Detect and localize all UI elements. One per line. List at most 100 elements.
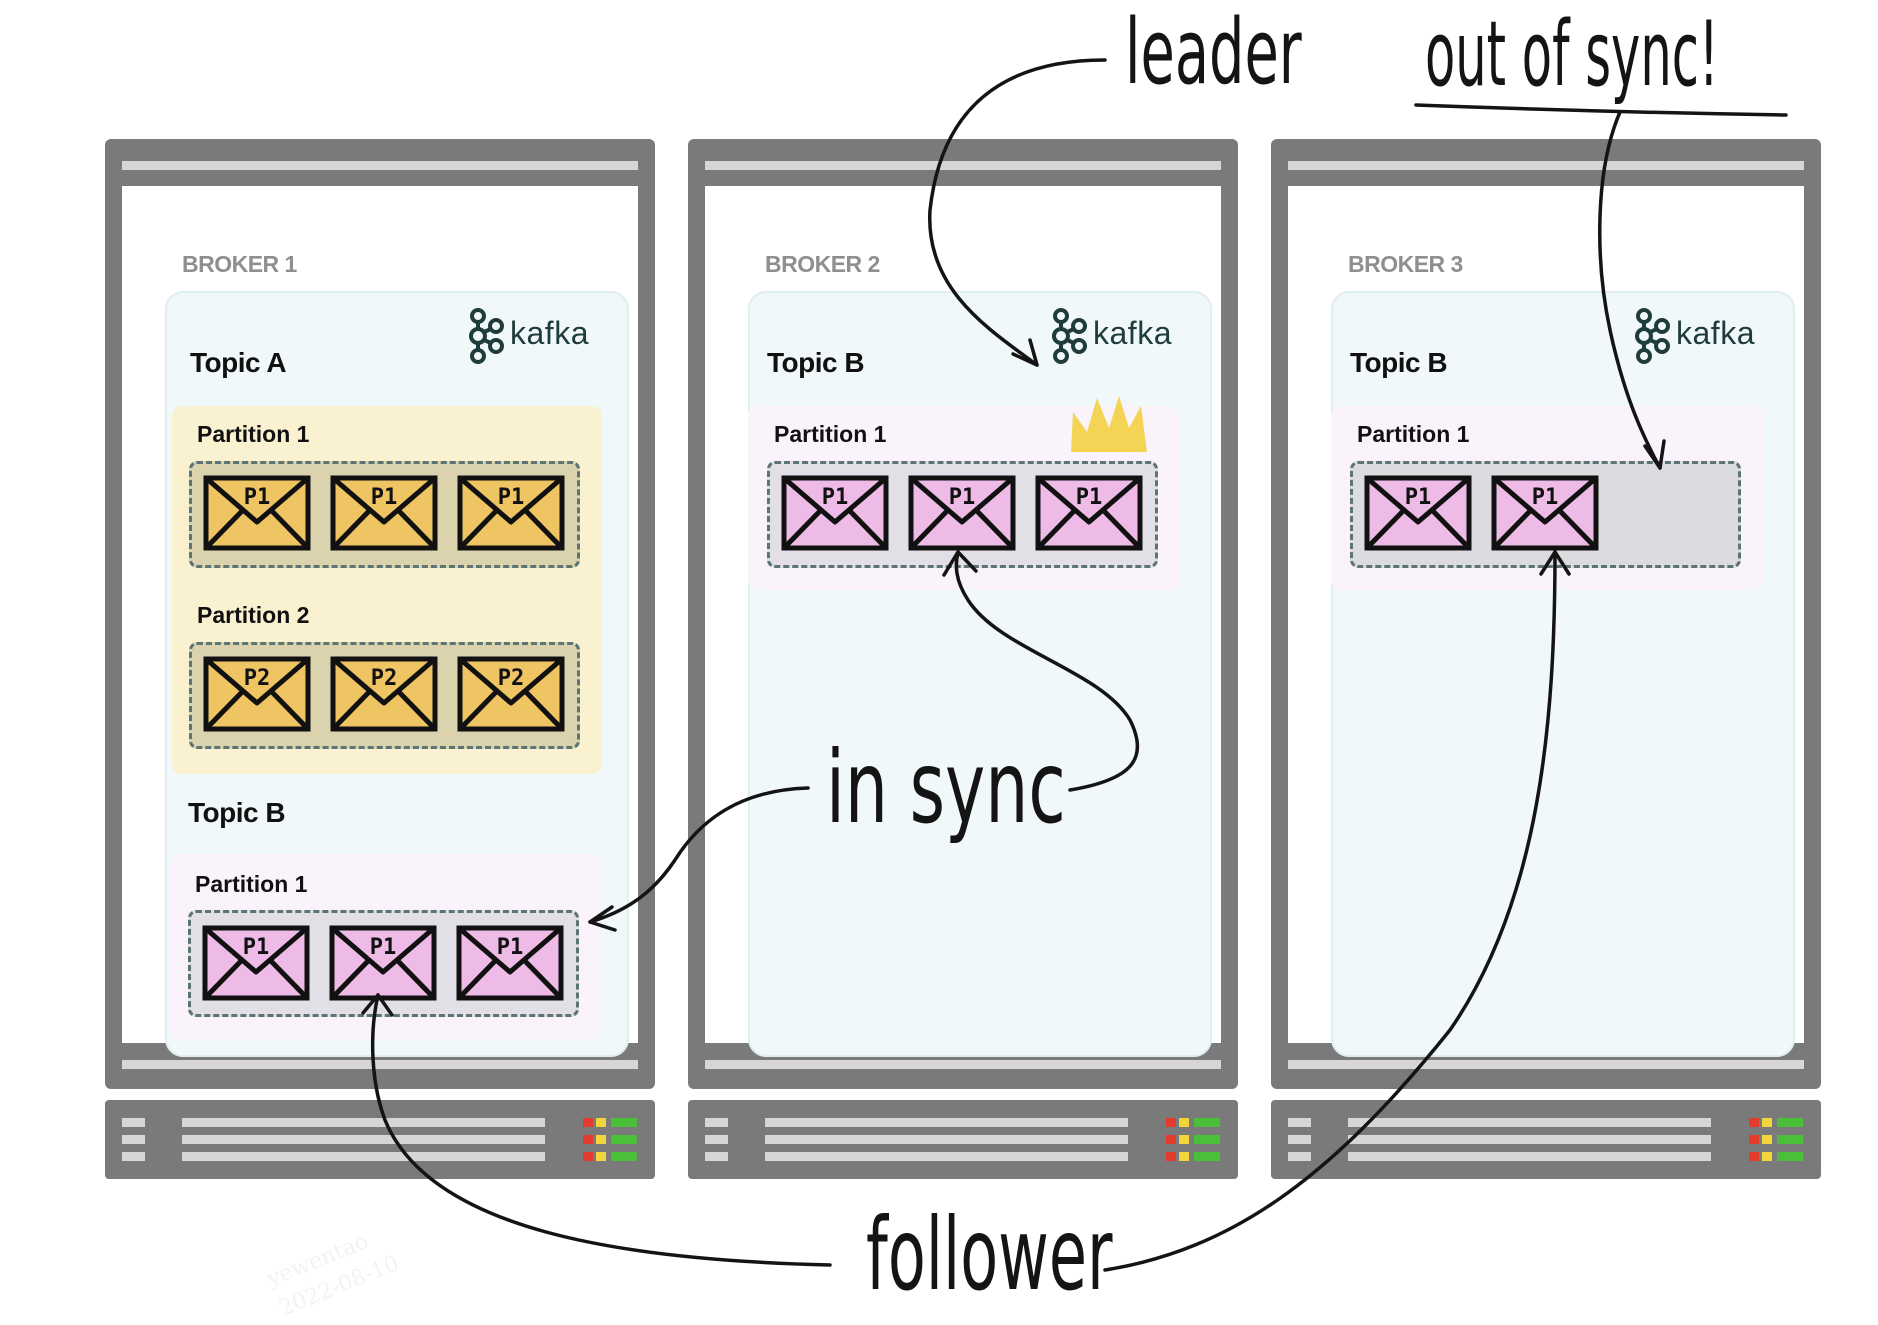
out-of-sync-underline — [1414, 103, 1788, 117]
envelope-icon — [329, 925, 437, 1001]
broker-3: BROKER 3 kafka Topic B Partition 1 — [1271, 139, 1821, 1179]
envelope-icon — [202, 925, 310, 1001]
topic-title: Topic B — [188, 797, 286, 828]
message-label: P1 — [948, 485, 976, 510]
arrow-head — [1539, 550, 1571, 576]
message-envelope: P2 — [203, 656, 311, 732]
vent — [122, 1135, 145, 1144]
status-led — [611, 1152, 637, 1161]
kafka-logo-icon — [469, 308, 504, 364]
status-led — [1777, 1135, 1803, 1144]
vent — [705, 1135, 728, 1144]
status-led — [1762, 1135, 1772, 1144]
message-label: P1 — [1531, 485, 1559, 510]
kafka-logo-icon — [1635, 308, 1670, 364]
status-led — [1179, 1152, 1189, 1161]
vent — [1288, 1118, 1311, 1127]
message-envelope: P2 — [457, 656, 565, 732]
in-sync-arrow-leader — [954, 550, 1140, 792]
message-label: P1 — [370, 485, 398, 510]
kafka-logo: kafka — [465, 307, 595, 365]
status-led — [1749, 1135, 1759, 1144]
status-led — [596, 1118, 606, 1127]
server-frame: BROKER 1 kafka Topic A Partition 1 — [105, 139, 655, 1089]
message-label: P1 — [243, 485, 271, 510]
out-of-sync-annotation: out of sync! — [1425, 2, 1719, 107]
message-label: P2 — [497, 666, 525, 691]
arrow-head — [1011, 338, 1039, 367]
status-led — [1762, 1152, 1772, 1161]
kafka-logo-text: kafka — [1676, 315, 1755, 351]
rail — [705, 1060, 1221, 1069]
server-unit — [1271, 1100, 1821, 1179]
arrow-head — [942, 550, 978, 577]
topic-title: Topic A — [190, 347, 287, 378]
vent — [705, 1118, 728, 1127]
message-label: P2 — [370, 666, 398, 691]
envelope-icon — [781, 475, 889, 551]
server-unit — [688, 1100, 1238, 1179]
message-envelope: P1 — [457, 475, 565, 551]
status-led — [1194, 1118, 1220, 1127]
topic-title: Topic B — [1350, 347, 1448, 378]
kafka-logo: kafka — [1631, 307, 1761, 365]
kafka-logo-text: kafka — [510, 315, 589, 351]
status-led — [1777, 1118, 1803, 1127]
partition-title: Partition 1 — [1357, 421, 1470, 447]
status-led — [583, 1135, 593, 1144]
status-led — [1179, 1135, 1189, 1144]
kafka-logo-icon — [1052, 308, 1087, 364]
server-unit — [105, 1100, 655, 1179]
arrow-head — [361, 993, 394, 1017]
vent-bar — [1348, 1118, 1711, 1127]
status-led — [1166, 1118, 1176, 1127]
message-label: P1 — [369, 935, 397, 960]
partition-title: Partition 1 — [197, 421, 310, 447]
vent-bar — [765, 1135, 1128, 1144]
broker-label: BROKER 1 — [182, 251, 297, 277]
vent — [122, 1118, 145, 1127]
status-led — [611, 1135, 637, 1144]
crown-icon — [1071, 396, 1147, 452]
message-envelope: P1 — [203, 475, 311, 551]
envelope-icon — [908, 475, 1016, 551]
rail — [122, 161, 638, 170]
broker-2: BROKER 2 kafka Topic B Partition 1 — [688, 139, 1238, 1179]
envelope-icon — [1364, 475, 1472, 551]
message-envelope: P2 — [330, 656, 438, 732]
rail — [705, 161, 1221, 170]
vent-bar — [182, 1118, 545, 1127]
status-led — [1194, 1152, 1220, 1161]
message-label: P1 — [497, 485, 525, 510]
vent-bar — [765, 1118, 1128, 1127]
arrow-head — [1643, 439, 1666, 470]
broker-1: BROKER 1 kafka Topic A Partition 1 — [105, 139, 655, 1179]
message-label: P1 — [496, 935, 524, 960]
rail — [1288, 161, 1804, 170]
server-screen: BROKER 3 kafka Topic B Partition 1 — [1288, 186, 1804, 1057]
vent — [1288, 1135, 1311, 1144]
envelope-icon — [203, 656, 311, 732]
server-screen: BROKER 2 kafka Topic B Partition 1 — [705, 186, 1221, 1057]
vent — [705, 1152, 728, 1161]
partition-title: Partition 1 — [774, 421, 887, 447]
envelope-icon — [1035, 475, 1143, 551]
partition-title: Partition 2 — [197, 602, 310, 628]
envelope-icon — [457, 475, 565, 551]
kafka-logo-text: kafka — [1093, 315, 1172, 351]
in-sync-arrow-broker1 — [588, 786, 810, 924]
message-envelope: P1 — [1035, 475, 1143, 551]
message-envelope: P1 — [908, 475, 1016, 551]
status-led — [1166, 1152, 1176, 1161]
vent-bar — [182, 1135, 545, 1144]
arrow-head — [588, 905, 617, 932]
status-led — [596, 1135, 606, 1144]
envelope-icon — [457, 656, 565, 732]
leader-annotation: leader — [1125, 0, 1302, 105]
envelope-icon — [330, 475, 438, 551]
status-led — [611, 1118, 637, 1127]
status-led — [1179, 1118, 1189, 1127]
message-envelope: P1 — [456, 925, 564, 1001]
vent-bar — [182, 1152, 545, 1161]
